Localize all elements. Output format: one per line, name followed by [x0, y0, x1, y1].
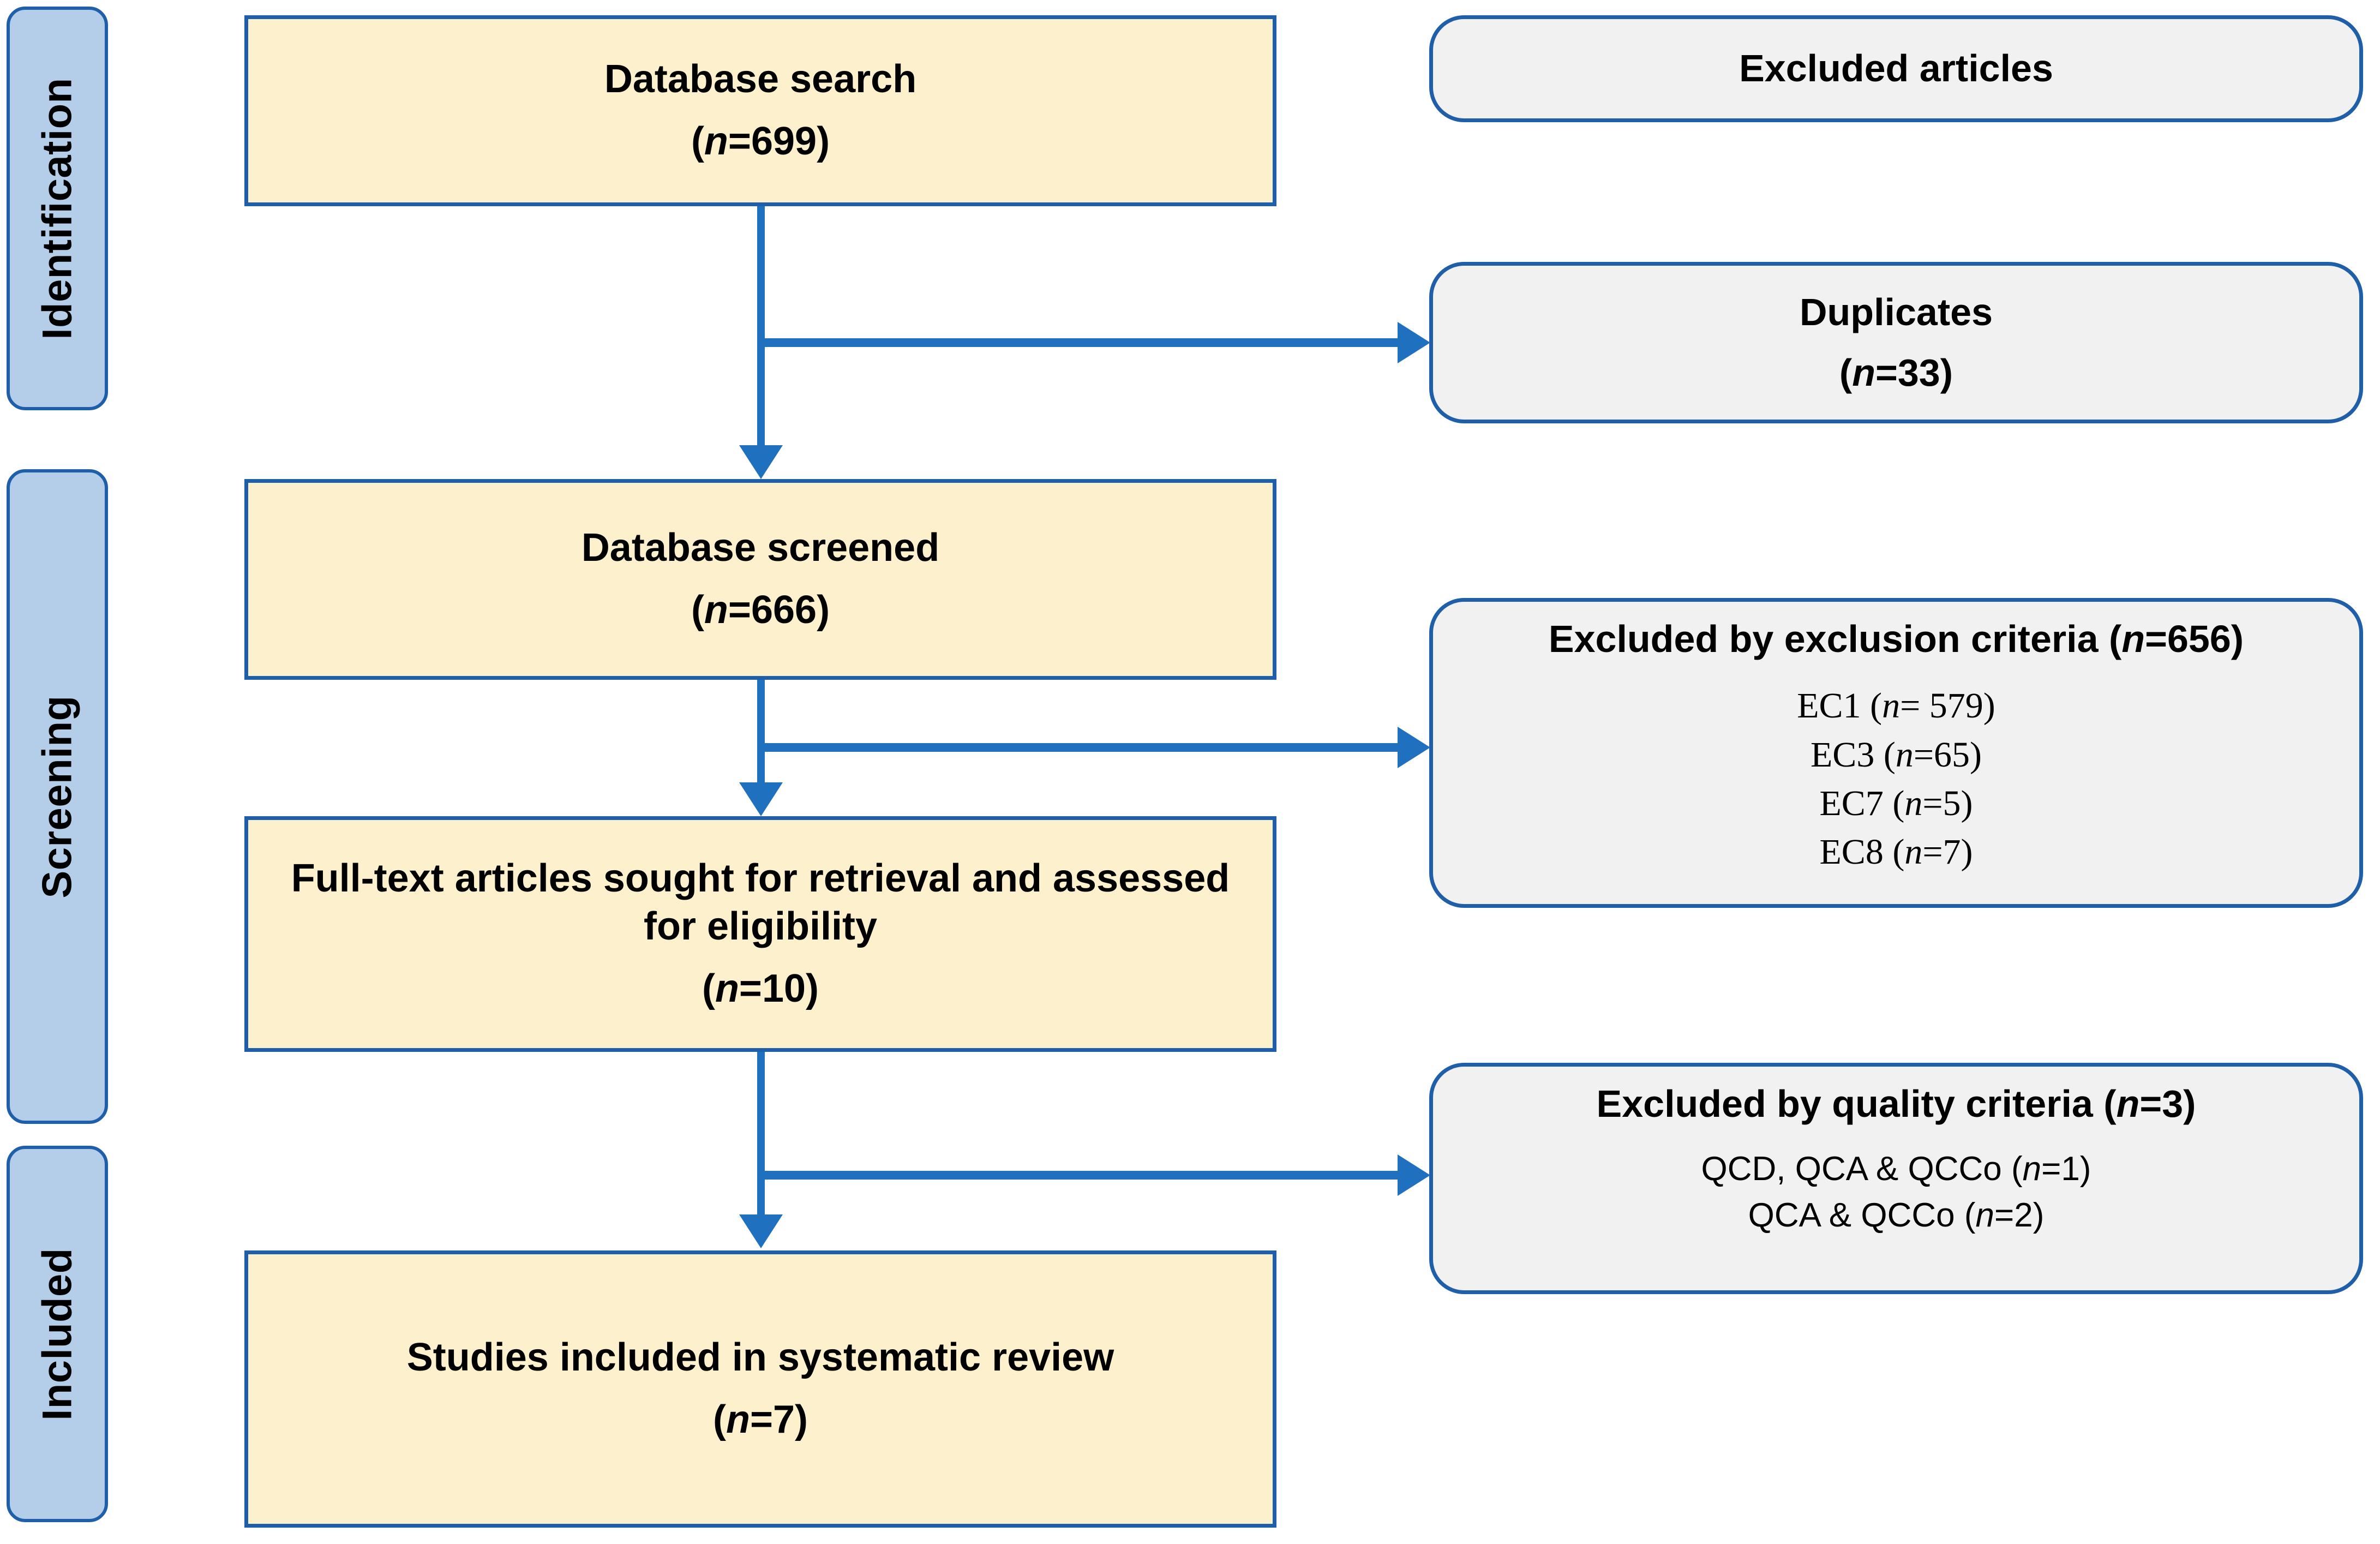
connector-search-to-screened-arrow — [739, 445, 783, 479]
flow-box-database-screened-title: Database screened — [581, 526, 940, 570]
connector-screened-to-fulltext-arrow — [739, 782, 783, 816]
phase-label-identification: Identification — [7, 7, 108, 410]
flow-box-database-screened: Database screened (n=666) — [244, 479, 1276, 680]
flow-box-full-text-articles-title: Full-text articles sought for retrieval … — [291, 857, 1230, 949]
exclusion-box-duplicates-count: (n=33) — [1839, 351, 1953, 394]
flow-box-studies-included: Studies included in systematic review (n… — [244, 1250, 1276, 1528]
flow-box-full-text-articles-count: (n=10) — [702, 966, 819, 1010]
phase-label-included-text: Included — [34, 1247, 81, 1421]
phase-label-screening-text: Screening — [34, 695, 81, 898]
connector-search-to-screened-line — [757, 206, 765, 446]
exclusion-box-duplicates: Duplicates (n=33) — [1429, 262, 2363, 423]
exclusion-box-quality-criteria: Excluded by quality criteria (n=3) QCD, … — [1429, 1063, 2363, 1294]
exclusion-box-exclusion-criteria: Excluded by exclusion criteria (n=656) E… — [1429, 598, 2363, 908]
flow-box-database-search: Database search (n=699) — [244, 15, 1276, 206]
connector-fulltext-to-quality-arrow — [1398, 1154, 1430, 1196]
exclusion-box-quality-criteria-details: QCD, QCA & QCCo (n=1) QCA & QCCo (n=2) — [1701, 1149, 2091, 1236]
phase-label-screening: Screening — [7, 469, 108, 1124]
exclusion-box-quality-criteria-title: Excluded by quality criteria (n=3) — [1596, 1082, 2196, 1125]
exclusion-detail-qca-qcco: QCA & QCCo (n=2) — [1748, 1196, 2045, 1234]
phase-label-included: Included — [7, 1146, 108, 1522]
exclusion-detail-ec1: EC1 (n= 579) — [1797, 686, 1995, 726]
exclusion-box-duplicates-title: Duplicates — [1800, 290, 1993, 333]
flow-box-database-screened-count: (n=666) — [691, 588, 830, 632]
connector-screened-to-exclusion-arrow — [1398, 727, 1430, 768]
connector-search-to-duplicates-line — [757, 338, 1401, 347]
connector-screened-to-exclusion-line — [757, 743, 1401, 752]
flow-box-database-search-count: (n=699) — [691, 119, 830, 163]
flow-box-studies-included-title: Studies included in systematic review — [406, 1336, 1114, 1380]
exclusion-box-excluded-articles: Excluded articles — [1429, 15, 2363, 122]
exclusion-detail-ec3: EC3 (n=65) — [1810, 734, 1982, 775]
exclusion-detail-ec8: EC8 (n=7) — [1819, 831, 1973, 872]
connector-fulltext-to-included-line — [757, 1052, 765, 1216]
exclusion-box-exclusion-criteria-title: Excluded by exclusion criteria (n=656) — [1548, 618, 2244, 660]
connector-screened-to-fulltext-line — [757, 680, 765, 783]
exclusion-box-exclusion-criteria-details: EC1 (n= 579) EC3 (n=65) EC7 (n=5) EC8 (n… — [1797, 684, 1995, 873]
flow-box-database-search-title: Database search — [604, 57, 917, 101]
connector-fulltext-to-included-arrow — [739, 1214, 783, 1248]
connector-search-to-duplicates-arrow — [1398, 322, 1430, 363]
exclusion-detail-qcd-qca-qcco: QCD, QCA & QCCo (n=1) — [1701, 1150, 2091, 1188]
exclusion-detail-ec7: EC7 (n=5) — [1819, 783, 1973, 823]
phase-label-identification-text: Identification — [34, 77, 81, 339]
exclusion-box-excluded-articles-title: Excluded articles — [1739, 47, 2053, 90]
flow-box-full-text-articles: Full-text articles sought for retrieval … — [244, 816, 1276, 1052]
flow-box-studies-included-count: (n=7) — [712, 1398, 808, 1441]
connector-fulltext-to-quality-line — [757, 1171, 1401, 1180]
